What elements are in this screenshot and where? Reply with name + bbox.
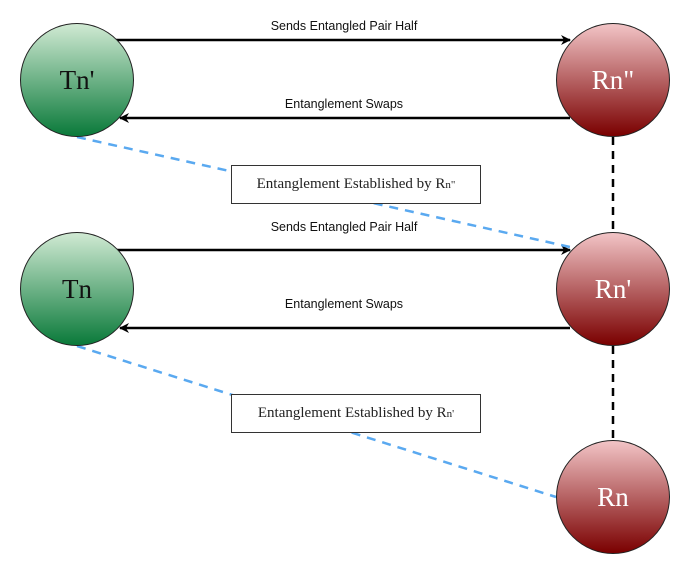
swap-label-top: Entanglement Swaps — [284, 97, 404, 111]
established-sub-upper: n" — [445, 178, 456, 191]
swap-label-mid: Entanglement Swaps — [284, 297, 404, 311]
entanglement-link-lower — [76, 344, 557, 499]
established-text-lower: Entanglement Established by R — [257, 405, 447, 421]
established-sub-lower: n' — [446, 407, 455, 420]
send-label-mid: Sends Entangled Pair Half — [270, 220, 418, 234]
established-text-upper: Entanglement Established by R — [256, 176, 446, 192]
entanglement-link-upper — [76, 135, 571, 249]
send-label-top: Sends Entangled Pair Half — [270, 19, 418, 33]
